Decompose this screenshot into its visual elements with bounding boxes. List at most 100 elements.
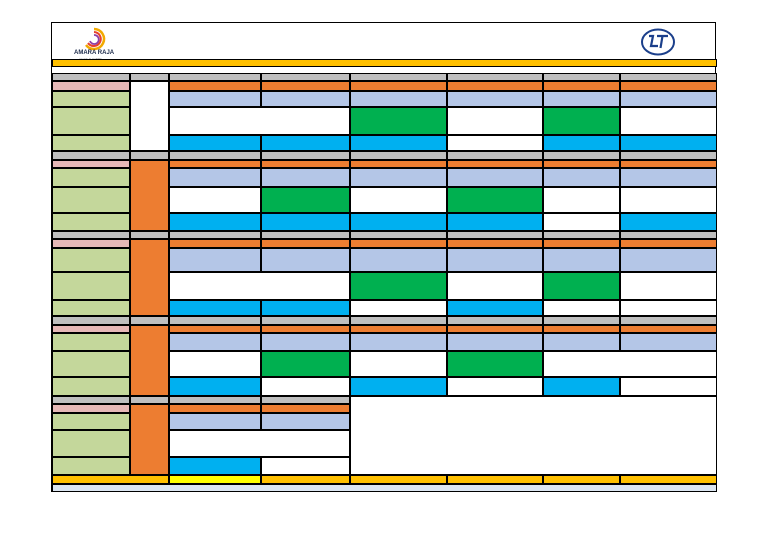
block-4-session-cell <box>169 377 261 396</box>
block-5-session-cell <box>169 457 261 475</box>
block-2-orange-cell <box>169 160 261 168</box>
block-5-session-cell <box>261 457 350 475</box>
block-2-session-cell <box>169 213 261 231</box>
block-1-gray-label <box>52 73 130 81</box>
block-2-side-column <box>130 160 169 231</box>
block-3-gray-cell <box>261 231 350 239</box>
block-1-label-row-3 <box>52 135 130 151</box>
block-5-periwinkle-cell <box>169 413 261 430</box>
block-3-orange-cell <box>447 239 543 248</box>
block-4-gray-cell <box>543 316 620 325</box>
block-4-periwinkle-cell <box>169 333 261 351</box>
block-1-session-cell <box>350 135 447 151</box>
block-3-gray-gap <box>130 231 169 239</box>
block-3-periwinkle-cell <box>261 248 350 272</box>
block-3-orange-cell <box>620 239 717 248</box>
block-3-side-column <box>130 239 169 316</box>
block-4-gray-cell <box>350 316 447 325</box>
block-3-gray-cell <box>543 231 620 239</box>
block-1-slot-cell <box>620 107 717 135</box>
block-2-slot-cell <box>543 187 620 213</box>
block-3-gray-cell <box>169 231 261 239</box>
block-1-session-cell <box>447 135 543 151</box>
footer-band-highlight <box>169 475 261 484</box>
footer-band-cell <box>447 475 543 484</box>
block-2-gray-cell <box>261 151 350 160</box>
block-3-gray-cell <box>350 231 447 239</box>
block-3-orange-cell <box>169 239 261 248</box>
footer-band-cell <box>543 475 620 484</box>
block-2-gray-cell <box>543 151 620 160</box>
block-2-periwinkle-cell <box>169 168 261 187</box>
block-3-orange-cell <box>350 239 447 248</box>
block-4-session-cell <box>350 377 447 396</box>
block-3-session-cell <box>261 300 350 316</box>
block-5-label-row-3 <box>52 457 130 475</box>
block-4-slot-cell <box>543 351 717 377</box>
block-4-slot-cell <box>261 351 350 377</box>
block-1-session-cell <box>169 135 261 151</box>
block-1-gray-cell <box>350 73 447 81</box>
block-1-slot-cell <box>543 107 620 135</box>
block-1-gray-cell <box>261 73 350 81</box>
block-3-slot-cell <box>543 272 620 300</box>
block-5-pink-label <box>52 404 130 413</box>
block-3-session-cell <box>447 300 543 316</box>
block-3-session-cell <box>350 300 447 316</box>
block-4-orange-cell <box>350 325 447 333</box>
block-3-gray-cell <box>620 231 717 239</box>
block-2-label-row-3 <box>52 213 130 231</box>
block-4-periwinkle-cell <box>261 333 350 351</box>
block-1-session-cell <box>261 135 350 151</box>
block-3-orange-cell <box>261 239 350 248</box>
block-2-gray-cell <box>447 151 543 160</box>
block-1-periwinkle-cell <box>620 91 717 107</box>
block-4-session-cell <box>261 377 350 396</box>
block-2-session-cell <box>543 213 620 231</box>
block-5-side-column <box>130 404 169 475</box>
block-4-label-row-2 <box>52 351 130 377</box>
amara-raja-logo: AMARA RAJA energy & mobility <box>74 27 115 61</box>
block-3-periwinkle-cell <box>543 248 620 272</box>
block-1-periwinkle-cell <box>350 91 447 107</box>
block-1-label-row-2 <box>52 107 130 135</box>
block-4-label-row-1 <box>52 333 130 351</box>
amara-raja-name: AMARA RAJA <box>74 50 115 56</box>
block-5-label-row-2 <box>52 430 130 457</box>
block-3-orange-cell <box>543 239 620 248</box>
block-1-gray-cell <box>447 73 543 81</box>
block-2-gray-cell <box>350 151 447 160</box>
block-4-periwinkle-cell <box>447 333 543 351</box>
block-1-session-cell <box>620 135 717 151</box>
block-1-orange-cell <box>169 81 261 91</box>
block-1-slot-cell <box>447 107 543 135</box>
block-4-side-column <box>130 325 169 396</box>
block-4-periwinkle-cell <box>620 333 717 351</box>
block-2-gray-cell <box>169 151 261 160</box>
schedule-sheet: AMARA RAJA energy & mobility <box>51 22 717 492</box>
block-5-orange-cell <box>261 404 350 413</box>
block-1-orange-cell <box>620 81 717 91</box>
block-4-orange-cell <box>543 325 620 333</box>
block-2-periwinkle-cell <box>261 168 350 187</box>
block-1-orange-cell <box>543 81 620 91</box>
block-2-orange-cell <box>543 160 620 168</box>
block-1-orange-cell <box>447 81 543 91</box>
block-4-gray-cell <box>169 316 261 325</box>
block-4-orange-cell <box>447 325 543 333</box>
footer-band-cell <box>350 475 447 484</box>
block-4-orange-cell <box>261 325 350 333</box>
block-3-periwinkle-cell <box>350 248 447 272</box>
block-2-slot-cell <box>261 187 350 213</box>
block-2-label-row-1 <box>52 168 130 187</box>
block-2-label-row-2 <box>52 187 130 213</box>
block-3-periwinkle-cell <box>620 248 717 272</box>
block-2-session-cell <box>620 213 717 231</box>
block-2-orange-cell <box>447 160 543 168</box>
block-1-gray-gap <box>130 73 169 81</box>
block-3-slot-cell <box>169 272 350 300</box>
block-4-periwinkle-cell <box>350 333 447 351</box>
block-3-session-cell <box>543 300 620 316</box>
block-2-gray-cell <box>620 151 717 160</box>
block-2-slot-cell <box>620 187 717 213</box>
